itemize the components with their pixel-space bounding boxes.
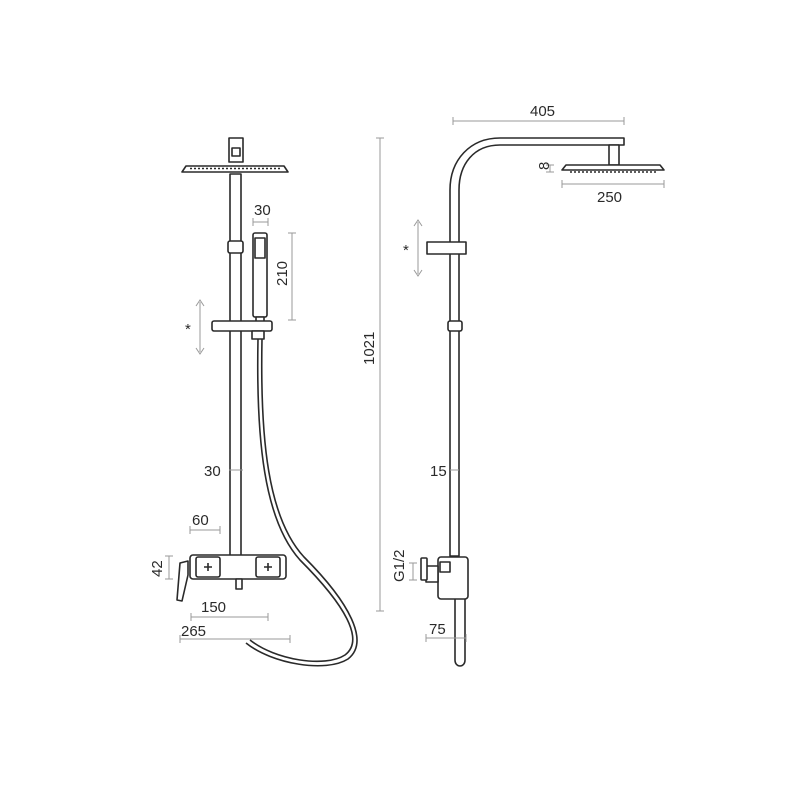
label-total-height: 1021 [361,332,378,365]
slider-shelf [211,320,273,332]
label-head-thickness: 8 [536,162,553,170]
mixer-outlet [235,578,243,590]
dim-line-mixer-centers [190,613,269,621]
mixer-lever [176,560,189,602]
label-handshower-height: 210 [274,261,291,286]
dim-line-arm-projection [452,117,625,125]
side-rail-joint [447,320,463,332]
left-knob-marker [204,563,212,571]
dim-line-head-diameter [561,180,665,188]
dim-line-mixer-total [179,635,291,643]
dim-line-handshower-height [288,232,296,321]
dim-line-handshower-width [252,218,269,226]
side-slider [426,241,467,255]
label-handshower-width: 30 [254,202,271,219]
dim-line-wall-offset [425,634,467,642]
slider-holder [251,330,265,340]
label-mixer-total: 265 [181,623,206,640]
label-adjustable-front: * [185,321,191,338]
side-connector-nut [420,557,428,581]
hand-shower-face [254,237,266,259]
side-mixer-detail [439,561,451,573]
dim-arrow-adjustable-side [413,219,423,277]
dim-line-head-thickness [546,164,554,173]
side-view [420,137,665,667]
dim-line-mixer-height [165,555,173,580]
label-mixer-centers: 150 [201,599,226,616]
rail-pipe [229,173,242,557]
dim-line-connection [409,562,417,581]
label-pipe-diameter: 15 [430,463,447,480]
connector-detail [231,147,241,157]
label-rail-diameter: 30 [204,463,221,480]
label-adjustable-side: * [403,242,409,259]
shower-hose-outer [245,338,358,667]
side-shower-head [561,164,665,171]
head-joint [608,144,620,166]
side-hose [454,599,466,667]
label-mixer-height: 42 [149,560,166,577]
front-view [176,137,358,667]
dim-arrow-adjustable-front [195,299,205,355]
front-dimensions: 30 210 * 30 60 42 150 265 [149,202,296,643]
rail-joint [227,240,244,254]
side-dimensions: 405 8 250 * 1021 15 G1/2 75 [361,103,665,642]
dim-line-mixer-handle [189,526,221,534]
right-knob-marker [264,563,272,571]
label-mixer-handle: 60 [192,512,209,529]
label-wall-offset: 75 [429,621,446,638]
dim-line-total-height [376,137,384,612]
label-connection: G1/2 [391,549,408,582]
shower-hose [249,338,354,663]
label-head-diameter: 250 [597,189,622,206]
shower-column [449,137,625,557]
label-arm-projection: 405 [530,103,555,120]
